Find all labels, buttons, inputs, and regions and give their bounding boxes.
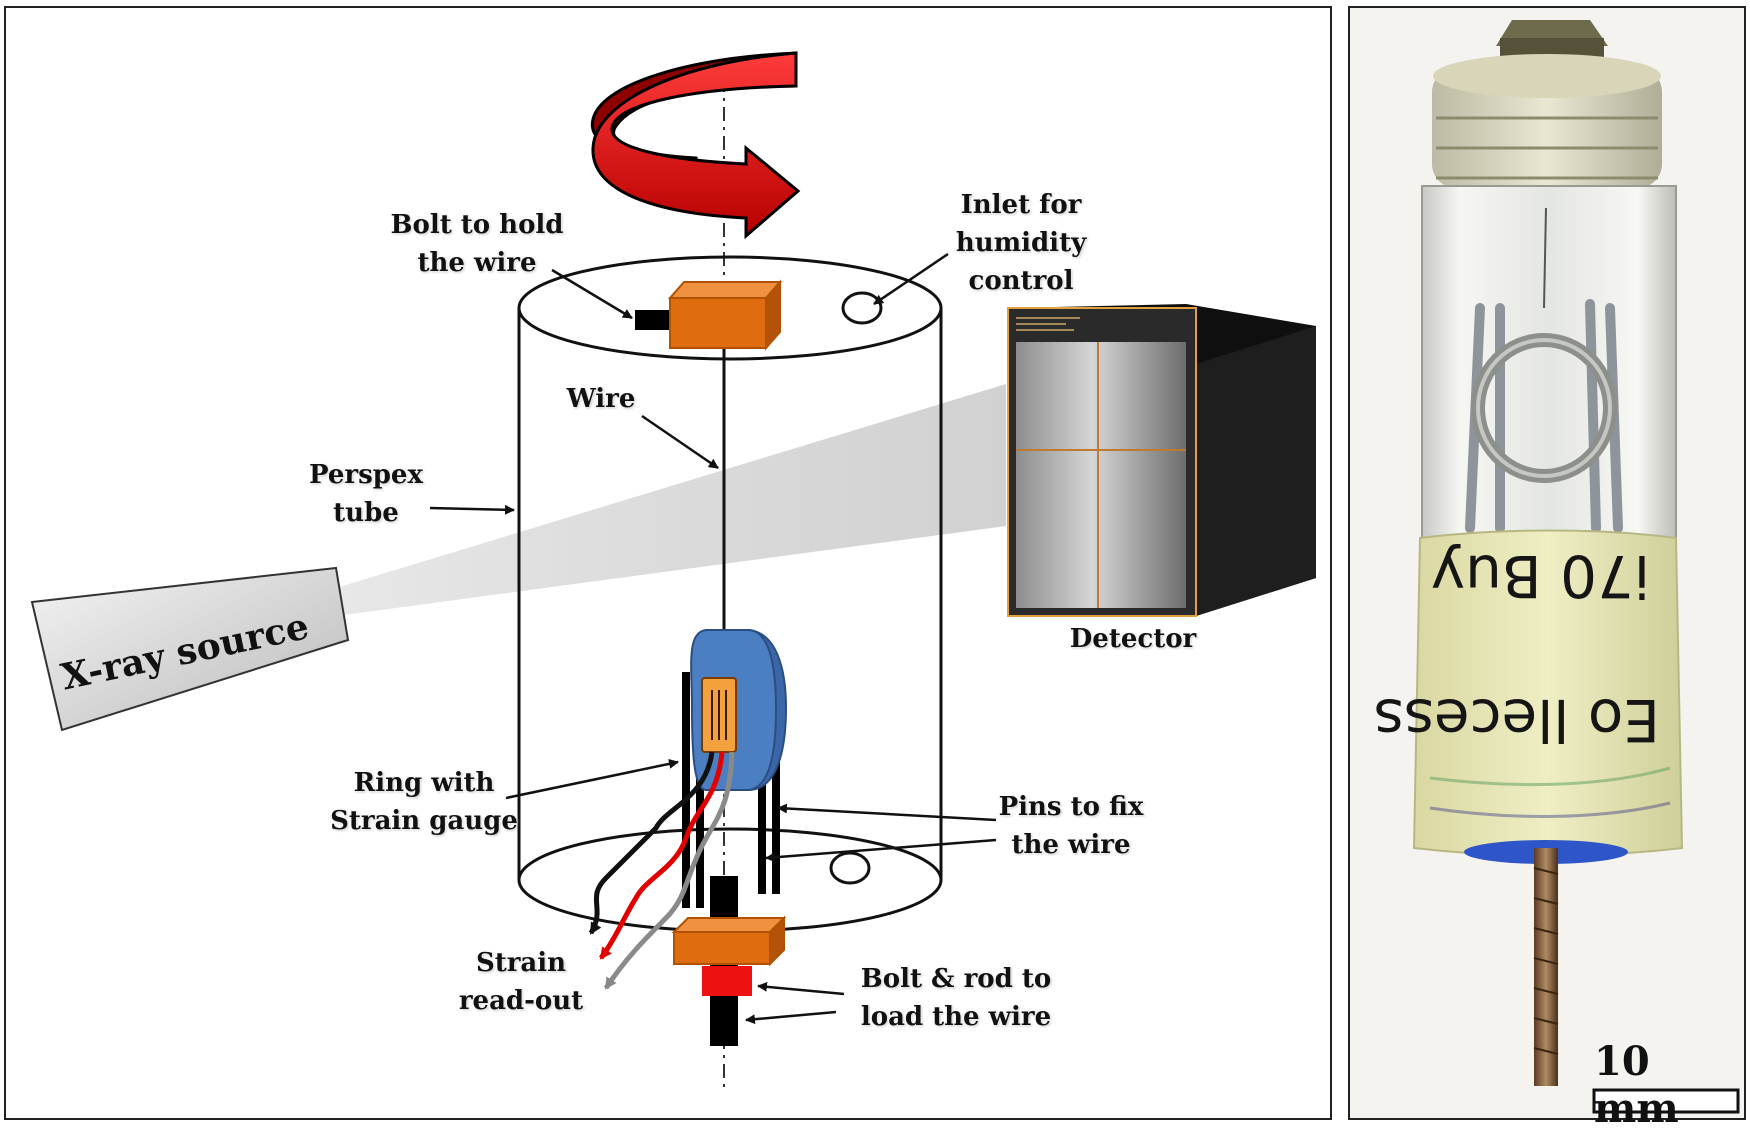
inlet-hole-top [841, 291, 883, 325]
label-inlet-humidity: Inlet for humidity control [955, 190, 1087, 296]
photo-panel: i70 Buy Eo llecess 10 mm [1348, 6, 1746, 1132]
scale-bar-label: 10 mm [1594, 1038, 1679, 1132]
photo-screw [1533, 848, 1559, 1086]
xray-source-box: X-ray source [30, 566, 350, 732]
lead-wire-grey [603, 751, 735, 990]
ring [690, 629, 788, 791]
label-bolt-rod: Bolt & rod to load the wire [860, 964, 1052, 1032]
photo-cap [1432, 54, 1662, 188]
leader-arrows [429, 252, 997, 1025]
xray-beam [336, 384, 1006, 616]
label-bolt-to-hold: Bolt to hold the wire [390, 210, 564, 278]
photo-tape-text-1: i70 Buy [1431, 542, 1650, 610]
photo-tape-text-2: Eo llecess [1374, 686, 1661, 754]
label-pins: Pins to fix the wire [998, 792, 1144, 860]
lead-wire-red [598, 751, 725, 960]
photo-top-nut [1496, 20, 1608, 60]
lead-wire-black [588, 751, 715, 935]
bottom-bolt-block [671, 915, 787, 996]
photo-wire [1543, 207, 1547, 309]
label-detector: Detector [1069, 624, 1197, 654]
top-bolt-block [635, 279, 783, 351]
photo-drawing: i70 Buy Eo llecess [1374, 20, 1740, 1114]
scale-bar [1592, 1088, 1740, 1114]
detector [1007, 304, 1316, 617]
label-perspex-tube: Perspex tube [309, 460, 423, 528]
schematic-panel: X-ray source Bolt to hol [4, 6, 1332, 1120]
label-wire: Wire [566, 384, 636, 414]
label-ring-strain-gauge: Ring with Strain gauge [330, 768, 518, 836]
perspex-tube [517, 255, 943, 933]
photo-glass-tube [1421, 185, 1677, 547]
rotation-arrow [591, 51, 801, 240]
photo-ring [1471, 333, 1617, 483]
schematic-drawing: X-ray source [30, 51, 1316, 1093]
label-strain-readout: Strain read-out [458, 948, 584, 1016]
inlet-hole-bottom [829, 851, 871, 885]
